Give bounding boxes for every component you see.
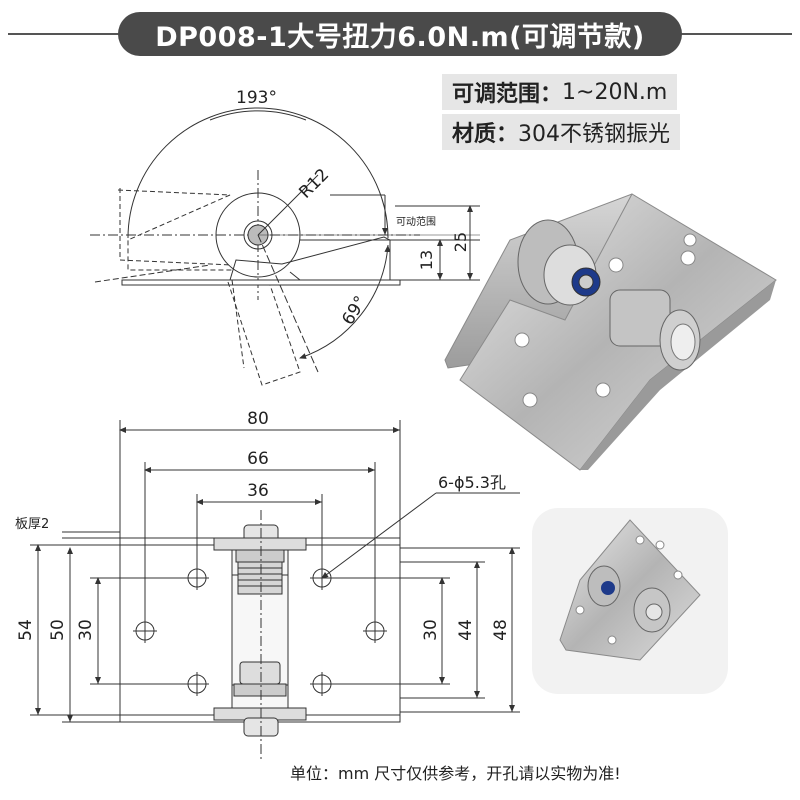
footer-note: 单位：mm 尺寸仅供参考，开孔请以实物为准! <box>290 764 621 783</box>
thickness-label: 板厚2 <box>15 517 49 532</box>
page-title: DP008-1大号扭力6.0N.m(可调节款) <box>118 12 682 56</box>
radius-label: R12 <box>295 165 333 203</box>
dim-48-label: 48 <box>491 619 511 641</box>
dim-30-right-label: 30 <box>421 619 441 641</box>
product-photo-small <box>559 519 701 661</box>
dim-80-label: 80 <box>247 409 269 429</box>
rotated-leaf-left <box>117 189 232 271</box>
angle-arc-69 <box>299 244 391 359</box>
rotated-leaf-down <box>227 281 301 386</box>
dim-30-left-label: 30 <box>76 619 96 641</box>
spec-range: 可调范围： 1~20N.m <box>442 74 678 110</box>
spec-material-label: 材质： <box>452 122 519 147</box>
dim-44-label: 44 <box>456 619 476 641</box>
front-view <box>30 420 520 760</box>
spec-material-value: 304不锈钢振光 <box>518 122 671 147</box>
spec-range-value: 1~20N.m <box>562 79 668 105</box>
dim-36-label: 36 <box>247 481 269 501</box>
product-photo-large <box>444 193 777 471</box>
angle-arc-193 <box>209 110 307 121</box>
dim-50-label: 50 <box>48 619 68 641</box>
title-line-left <box>8 33 120 35</box>
angle-69-label: 69° <box>338 293 371 329</box>
spec-material: 材质： 304不锈钢振光 <box>442 114 681 150</box>
side-view <box>90 107 480 386</box>
dim-13-label: 13 <box>417 250 436 270</box>
mount-holes <box>133 566 387 696</box>
title-line-right <box>680 33 792 35</box>
dim-54-label: 54 <box>16 619 36 641</box>
range-label: 可动范围 <box>396 215 436 228</box>
base-plate <box>121 279 401 286</box>
angle-193-label: 193° <box>236 88 277 108</box>
rotation-arc <box>127 107 389 239</box>
dim-25-label: 25 <box>451 232 470 252</box>
dim-66-label: 66 <box>247 449 269 469</box>
hole-spec-label: 6-ϕ5.3孔 <box>438 473 506 492</box>
spec-range-label: 可调范围： <box>452 82 563 107</box>
